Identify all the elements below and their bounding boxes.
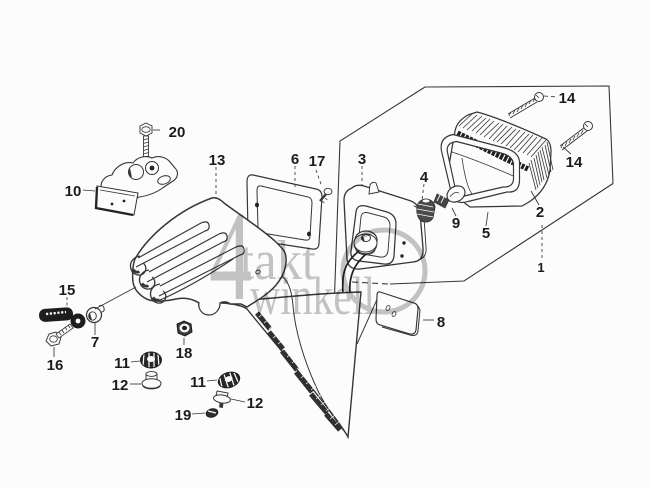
- svg-text:13: 13: [209, 152, 226, 169]
- svg-text:1: 1: [537, 260, 544, 275]
- svg-text:11: 11: [114, 355, 130, 372]
- svg-text:winkell: winkell: [250, 266, 375, 326]
- svg-text:3: 3: [358, 151, 366, 168]
- svg-text:17: 17: [309, 153, 326, 170]
- svg-text:7: 7: [91, 334, 99, 351]
- svg-text:20: 20: [169, 124, 186, 141]
- svg-text:4: 4: [420, 169, 429, 186]
- svg-text:14: 14: [566, 154, 583, 171]
- svg-text:11: 11: [190, 374, 206, 391]
- svg-text:10: 10: [65, 183, 82, 200]
- svg-text:6: 6: [291, 151, 299, 168]
- svg-text:4: 4: [209, 185, 252, 327]
- svg-text:12: 12: [112, 377, 129, 394]
- svg-text:15: 15: [59, 282, 76, 299]
- svg-text:14: 14: [559, 90, 576, 107]
- svg-text:5: 5: [482, 225, 490, 242]
- svg-text:12: 12: [247, 395, 264, 412]
- svg-text:takt: takt: [240, 230, 316, 292]
- svg-text:18: 18: [176, 345, 193, 362]
- svg-text:9: 9: [452, 215, 460, 232]
- svg-text:8: 8: [437, 314, 445, 331]
- svg-text:2: 2: [536, 204, 544, 221]
- svg-text:16: 16: [47, 357, 64, 374]
- svg-text:19: 19: [175, 407, 192, 424]
